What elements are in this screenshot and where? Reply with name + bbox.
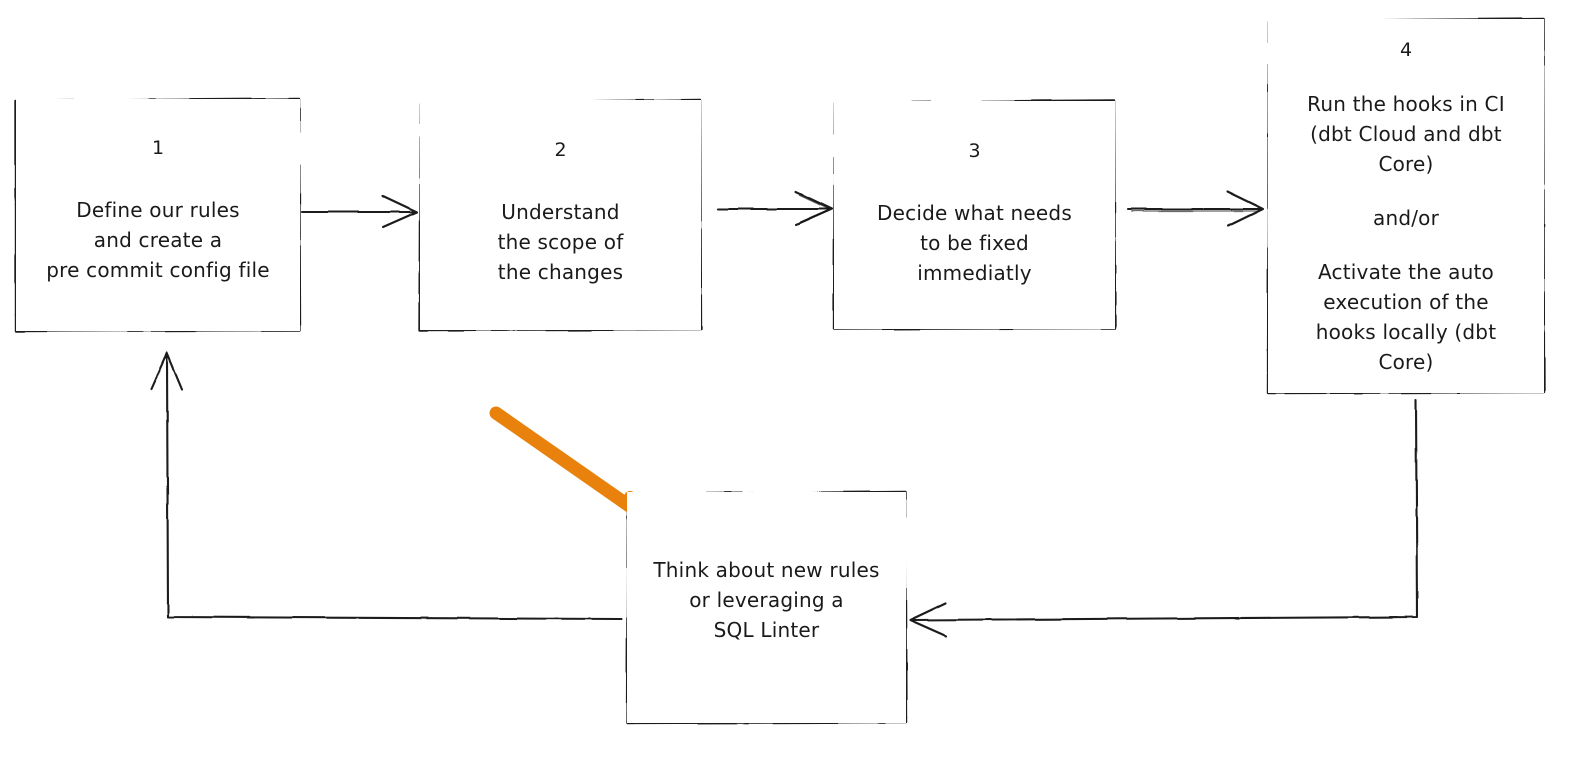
connector-step4-loopback bbox=[908, 398, 1419, 638]
connector-step1-step2 bbox=[300, 194, 419, 229]
node-line-step4-1: and/or bbox=[1372, 206, 1440, 230]
connector-step3-step4 bbox=[1126, 190, 1265, 228]
node-step3[interactable]: 3 Decide what needs to be fixed immediat… bbox=[834, 101, 1115, 329]
node-line-step4-2: Activate the auto execution of the hooks… bbox=[1315, 260, 1497, 374]
step-number-1: 1 bbox=[151, 137, 165, 159]
step-number-2: 2 bbox=[554, 139, 567, 161]
node-line-loopback-0: Think about new rules or leveraging a SQ… bbox=[653, 558, 880, 642]
node-step2[interactable]: 2 Understand the scope of the changes bbox=[420, 100, 701, 330]
node-body-loopback: Think about new rules or leveraging a SQ… bbox=[627, 555, 906, 645]
node-body-step4: Run the hooks in CI (dbt Cloud and dbt C… bbox=[1268, 89, 1544, 377]
node-loopback[interactable]: Think about new rules or leveraging a SQ… bbox=[627, 492, 906, 723]
node-line-step1-0: Define our rules and create a pre commit… bbox=[46, 198, 270, 282]
node-line-step4-0: Run the hooks in CI (dbt Cloud and dbt C… bbox=[1307, 92, 1505, 176]
node-line-step3-0: Decide what needs to be fixed immediatly bbox=[877, 201, 1072, 285]
node-step1[interactable]: 1 Define our rules and create a pre comm… bbox=[16, 99, 300, 331]
node-body-step2: Understand the scope of the changes bbox=[420, 197, 701, 287]
node-body-step3: Decide what needs to be fixed immediatly bbox=[834, 198, 1115, 288]
step-number-3: 3 bbox=[968, 140, 981, 162]
node-body-step1: Define our rules and create a pre commit… bbox=[16, 195, 300, 285]
node-step4[interactable]: 4 Run the hooks in CI (dbt Cloud and dbt… bbox=[1268, 19, 1544, 393]
connector-loopback-step1 bbox=[149, 351, 624, 621]
step-number-4: 4 bbox=[1399, 39, 1413, 61]
connector-step2-step3 bbox=[716, 190, 834, 227]
node-line-step2-0: Understand the scope of the changes bbox=[497, 200, 624, 284]
